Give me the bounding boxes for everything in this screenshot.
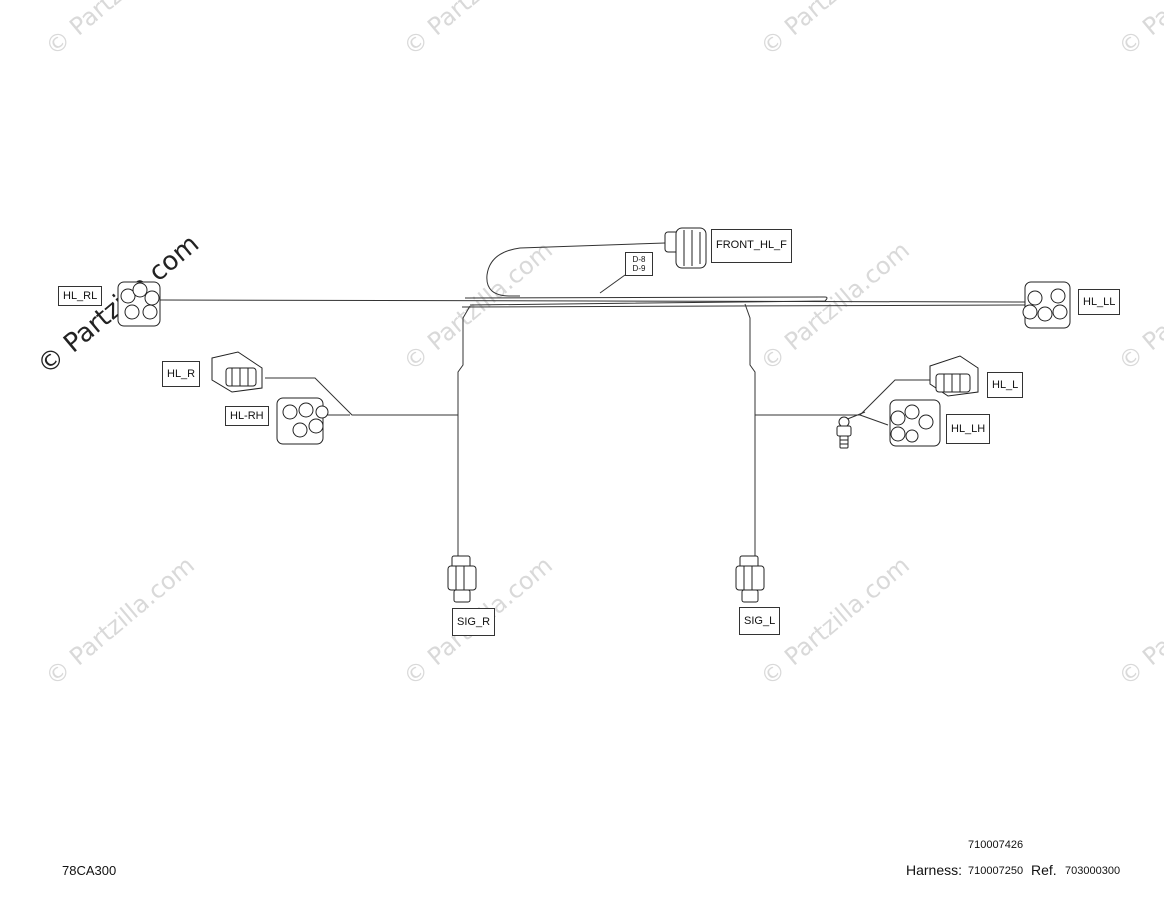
ref-value: 703000300 <box>1065 865 1121 877</box>
hl-rl-label: HL_RL <box>58 286 103 306</box>
front-hl-f-label: FRONT_HL_F <box>711 229 792 263</box>
hl-lh-branch-wire <box>859 414 889 426</box>
hl-rh-label: HL-RH <box>225 406 269 426</box>
sig-r-label: SIG_R <box>452 608 496 636</box>
ground-terminal[interactable] <box>836 416 852 449</box>
sig-l-branch-wire <box>744 303 756 560</box>
sig-r-connector[interactable] <box>447 555 477 603</box>
front-loop-wire <box>486 242 666 297</box>
sig-l-connector[interactable] <box>735 555 765 603</box>
ref-label: Ref. <box>1031 862 1057 878</box>
splice-d9: D-9 <box>632 264 646 273</box>
diagram-code: 78CA300 <box>62 863 117 878</box>
hl-l-label: HL_L <box>987 372 1024 398</box>
hl-r-branch-wire <box>265 372 459 416</box>
main-harness-wire <box>159 299 1026 303</box>
hl-rl-connector[interactable] <box>117 281 161 327</box>
hl-l-connector[interactable] <box>929 355 979 397</box>
hl-lh-label: HL_LH <box>946 414 991 444</box>
splice-d8: D-8 <box>632 255 646 264</box>
hl-r-connector[interactable] <box>211 351 263 393</box>
hl-lh-connector[interactable] <box>889 399 941 447</box>
hl-ll-connector[interactable] <box>1022 281 1071 329</box>
front-hl-f-connector[interactable] <box>664 227 707 269</box>
front-branch-wire <box>464 296 828 306</box>
main-harness-wire <box>461 304 1026 308</box>
harness-part-top: 710007426 <box>968 839 1024 851</box>
hl-r-label: HL_R <box>162 361 201 387</box>
sig-l-label: SIG_L <box>739 607 781 635</box>
splice-label: D-8 D-9 <box>625 252 653 276</box>
harness-part-bottom: 710007250 <box>968 865 1024 877</box>
hl-rh-connector[interactable] <box>276 397 329 445</box>
splice-leader <box>599 274 626 294</box>
sig-r-branch-wire <box>457 305 471 560</box>
hl-ll-label: HL_LL <box>1078 289 1121 315</box>
harness-label: Harness: <box>906 862 963 878</box>
